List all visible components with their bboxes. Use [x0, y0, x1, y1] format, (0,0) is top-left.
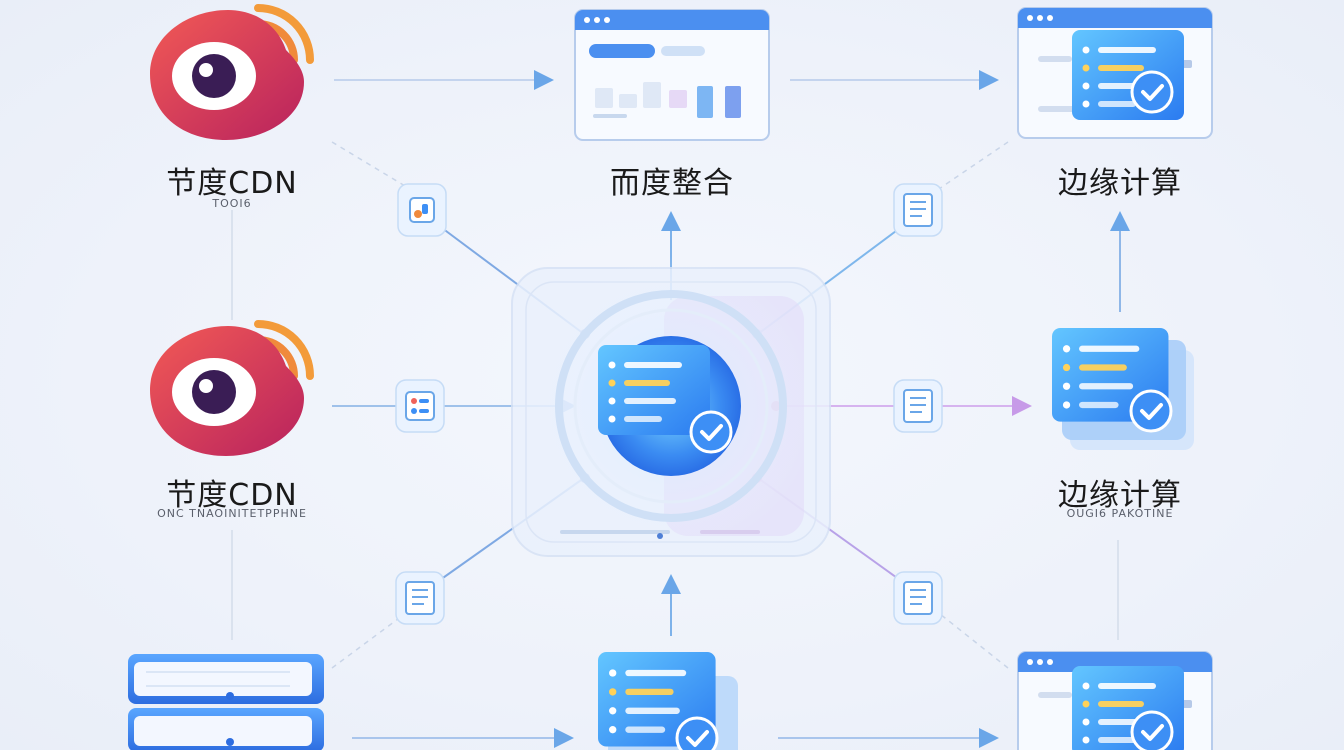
document-icon [893, 571, 943, 625]
edge-card-stack [1052, 328, 1194, 450]
document-icon [893, 379, 943, 433]
document-icon [397, 183, 447, 237]
node-sublabel-mid-left: ONC TNAOINITETPPHNE [157, 507, 307, 520]
document-icon [893, 183, 943, 237]
document-icon [395, 571, 445, 625]
check-icon [689, 410, 733, 454]
weibo-eye-icon [150, 8, 310, 140]
node-label-top-right: 边缘计算 [1058, 166, 1182, 201]
edge-window-bottom [1017, 651, 1213, 750]
node-label-mid-right: 边缘计算 [1058, 478, 1182, 513]
weibo-eye-icon [150, 324, 310, 456]
bottom-checklist-card [598, 652, 738, 750]
check-icon [1130, 70, 1174, 114]
central-hub [511, 256, 831, 557]
node-label-mid-left: 节度CDN [166, 478, 298, 513]
check-icon [675, 716, 719, 750]
node-sublabel-top-left: TOOI6 [212, 197, 252, 210]
document-icon [395, 379, 445, 433]
check-icon [1130, 710, 1174, 750]
edge-window-top [1017, 7, 1213, 139]
dashboard-window [574, 9, 770, 141]
node-sublabel-mid-right: OUGI6 PAKOTINE [1066, 507, 1174, 520]
node-label-top-left: 节度CDN [166, 166, 298, 201]
book-stack-icon [128, 654, 324, 750]
check-icon [1129, 389, 1173, 433]
node-label-top-center: 而度整合 [610, 166, 734, 201]
